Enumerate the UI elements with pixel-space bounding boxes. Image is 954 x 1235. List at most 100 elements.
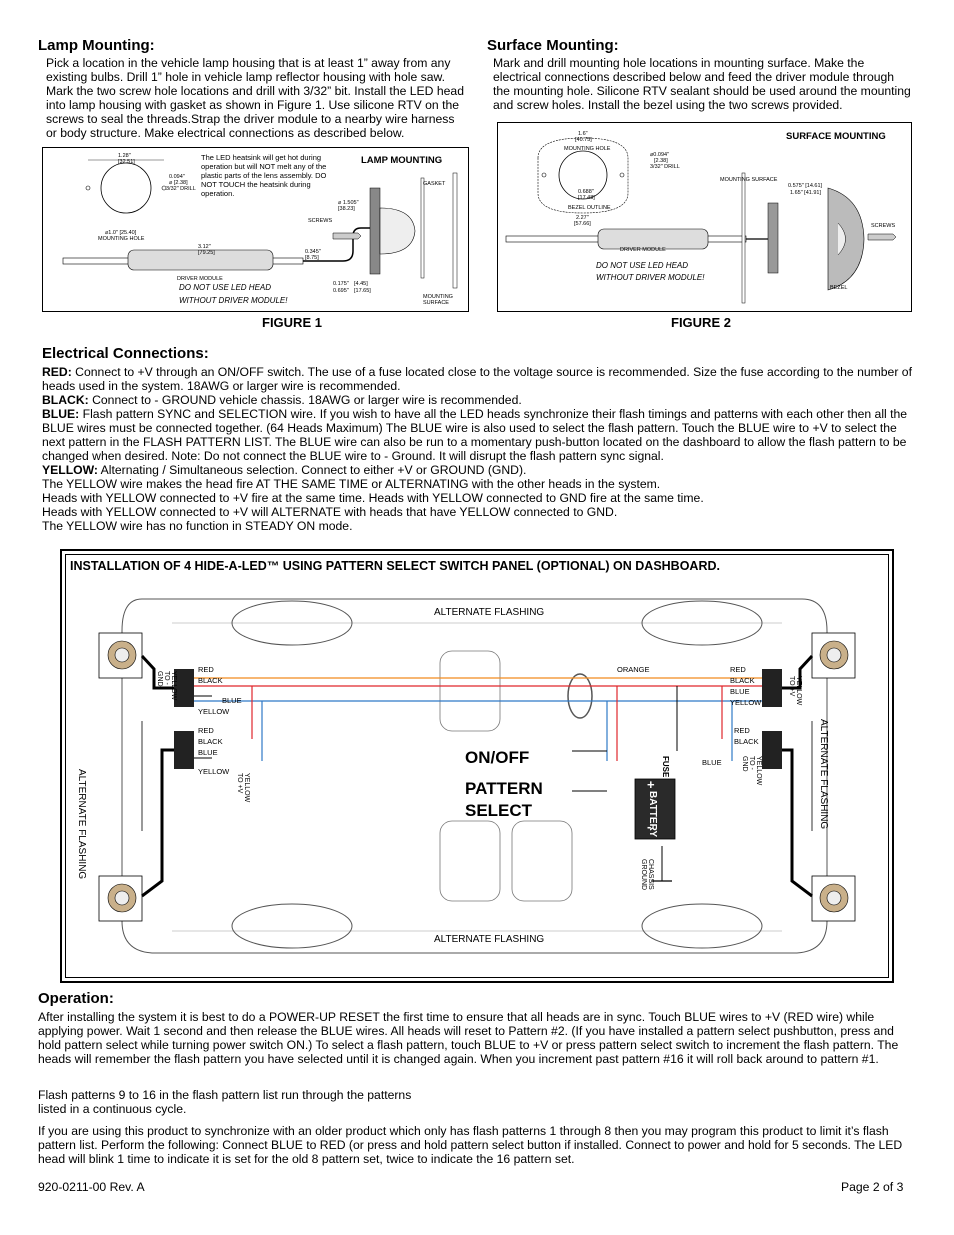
fig2-warning-1: DO NOT USE LED HEAD (596, 261, 689, 270)
fig1-header: LAMP MOUNTING (361, 155, 443, 166)
select-label: SELECT (465, 801, 533, 820)
yellow-line-3: Heads with YELLOW connected to +V will A… (42, 505, 618, 519)
operation-heading: Operation: (38, 990, 114, 1007)
fig2-screws-label: SCREWS (871, 223, 896, 229)
fig2-mounting-hole: MOUNTING HOLE (564, 146, 611, 152)
yellow-text: Alternating / Simultaneous selection. Co… (97, 463, 527, 477)
fig1-dim-drill: 0.094" (169, 174, 185, 180)
red-wire-desc: RED: Connect to +V through an ON/OFF swi… (42, 365, 912, 393)
yellow-wire-desc: YELLOW: Alternating / Simultaneous selec… (42, 463, 912, 477)
surface-mounting-text: Mark and drill mounting hole locations i… (493, 56, 911, 112)
battery-minus: - (647, 819, 652, 834)
figure-2-box: 1.6" [40.75] MOUNTING HOLE ⌀0.094" [2.38… (497, 122, 912, 312)
fig1-screws-label: SCREWS (308, 218, 333, 224)
fig2-dim-688-mm: [17.48] (578, 195, 595, 201)
figure-2-caption: FIGURE 2 (671, 315, 731, 330)
fig1-heatsink-note: The LED heatsink will get hot during ope… (201, 153, 327, 198)
yellow-label: YELLOW: (42, 463, 98, 477)
battery-plus: + (647, 777, 655, 792)
fig1-dim-top-mm: [32.51] (118, 159, 135, 165)
fig1-hole-label: MOUNTING HOLE (98, 236, 145, 242)
fig1-dim-695: 0.695" (333, 288, 349, 294)
fig2-header: SURFACE MOUNTING (786, 131, 886, 142)
orange-label: ORANGE (617, 665, 650, 674)
yellow-line-1: The YELLOW wire makes the head fire AT T… (42, 477, 661, 491)
electrical-text: RED: Connect to +V through an ON/OFF swi… (42, 365, 912, 533)
fig2-dim-094: ⌀0.094" (650, 152, 670, 158)
fig1-dim-1505-mm: [38.23] (338, 206, 355, 212)
fig2-dim-top-mm: [40.75] (575, 137, 592, 143)
right-top-black: BLACK (730, 676, 755, 685)
alt-flashing-bottom: ALTERNATE FLASHING (432, 934, 547, 945)
left-top-blue: BLUE (222, 696, 242, 705)
red-label: RED: (42, 365, 72, 379)
fig1-driver-label: DRIVER MODULE (177, 276, 223, 282)
page-number: Page 2 of 3 (841, 1180, 904, 1194)
fig2-dim-top: 1.6" (578, 131, 588, 137)
yellow-gnd-right: YELLOW TO - GND (741, 756, 762, 786)
figure-2-drawing (505, 137, 897, 304)
operation-paragraph-2a: Flash patterns 9 to 16 in the flash patt… (38, 1088, 412, 1102)
blue-text: Flash pattern SYNC and SELECTION wire. I… (42, 407, 908, 463)
fig1-drill-note: 3/32" DRILL (166, 186, 196, 192)
figure-1-drawing (62, 159, 458, 289)
black-label: BLACK: (42, 393, 89, 407)
fig1-dim-312: 3.12" (198, 244, 211, 250)
right-bot-red: RED (734, 726, 750, 735)
left-top-black: BLACK (198, 676, 223, 685)
alt-flashing-top: ALTERNATE FLASHING (432, 607, 547, 618)
fig1-warning-2: WITHOUT DRIVER MODULE! (179, 296, 288, 305)
blue-wire-desc: BLUE: Flash pattern SYNC and SELECTION w… (42, 407, 912, 463)
fig1-dim-hole: ⌀1.0" [25.40] (105, 230, 137, 236)
electrical-heading: Electrical Connections: (42, 345, 209, 362)
right-top-red: RED (730, 665, 746, 674)
fig1-dim-345-mm: [8.75] (305, 255, 319, 261)
operation-paragraph-1: After installing the system it is best t… (38, 1010, 899, 1066)
figure-1-box: 1.28" [32.51] 0.094" ⌀ [2.38] 3/32" DRIL… (42, 147, 469, 312)
fig2-dim-094-mm: [2.38] (654, 158, 668, 164)
fig1-dim-345: 0.345" (305, 249, 321, 255)
fig1-dim-top: 1.28" (118, 153, 131, 159)
fig2-dim-227-mm: [57.66] (574, 221, 591, 227)
red-text: Connect to +V through an ON/OFF switch. … (42, 365, 912, 393)
fig1-dim-1505: ⌀ 1.505" (338, 200, 359, 206)
figure-1-caption: FIGURE 1 (262, 315, 322, 330)
right-bot-blue: BLUE (702, 758, 722, 767)
black-text: Connect to - GROUND vehicle chassis. 18A… (88, 393, 522, 407)
fig2-dim-575: 0.575" [14.61] (788, 183, 823, 189)
fig2-dim-688: 0.688" (578, 189, 594, 195)
fig1-mounting-surface: MOUNTING SURFACE (423, 294, 453, 306)
fig1-dim-695-mm: [17.65] (354, 288, 371, 294)
left-top-yellow: YELLOW (198, 707, 230, 716)
fig1-dim-175: 0.175" (333, 281, 349, 287)
document-number: 920-0211-00 Rev. A (38, 1180, 145, 1194)
fig1-warning-1: DO NOT USE LED HEAD (179, 283, 272, 292)
yellow-gnd-left: YELLOW TO - GND (156, 671, 177, 701)
pattern-label: PATTERN (465, 779, 543, 798)
fig2-mounting-surface: MOUNTING SURFACE (720, 177, 778, 183)
fig1-dim-312-mm: [79.25] (198, 250, 215, 256)
fig1-dim-175-mm: [4.45] (354, 281, 368, 287)
alt-flashing-right: ALTERNATE FLASHING (818, 719, 829, 830)
yellow-line-2: Heads with YELLOW connected to +V fire a… (42, 491, 704, 505)
left-bot-yellow: YELLOW (198, 767, 230, 776)
fuse-label: FUSE (661, 756, 670, 778)
right-bot-black: BLACK (734, 737, 759, 746)
fig2-driver-label: DRIVER MODULE (620, 247, 666, 253)
fig2-dim-165: 1.65" [41.91] (790, 190, 822, 196)
blue-label: BLUE: (42, 407, 80, 421)
black-wire-desc: BLACK: Connect to - GROUND vehicle chass… (42, 393, 912, 407)
lamp-mounting-heading: Lamp Mounting: (38, 37, 155, 54)
operation-paragraph-3: If you are using this product to synchro… (38, 1124, 903, 1166)
yellow-v-right: YELLOW TO +V (788, 676, 802, 706)
surface-mounting-heading: Surface Mounting: (487, 37, 619, 54)
diagram-title: INSTALLATION OF 4 HIDE-A-LED™ USING PATT… (70, 559, 720, 573)
left-bot-blue: BLUE (198, 748, 218, 757)
on-off-label: ON/OFF (465, 748, 530, 767)
installation-diagram: INSTALLATION OF 4 HIDE-A-LED™ USING PATT… (60, 549, 894, 983)
left-top-red: RED (198, 665, 214, 674)
fig2-bezel-label: BEZEL (830, 285, 848, 291)
operation-paragraph-2b: listed in a continuous cycle. (38, 1102, 187, 1116)
right-top-yellow: YELLOW (730, 698, 762, 707)
left-bot-red: RED (198, 726, 214, 735)
